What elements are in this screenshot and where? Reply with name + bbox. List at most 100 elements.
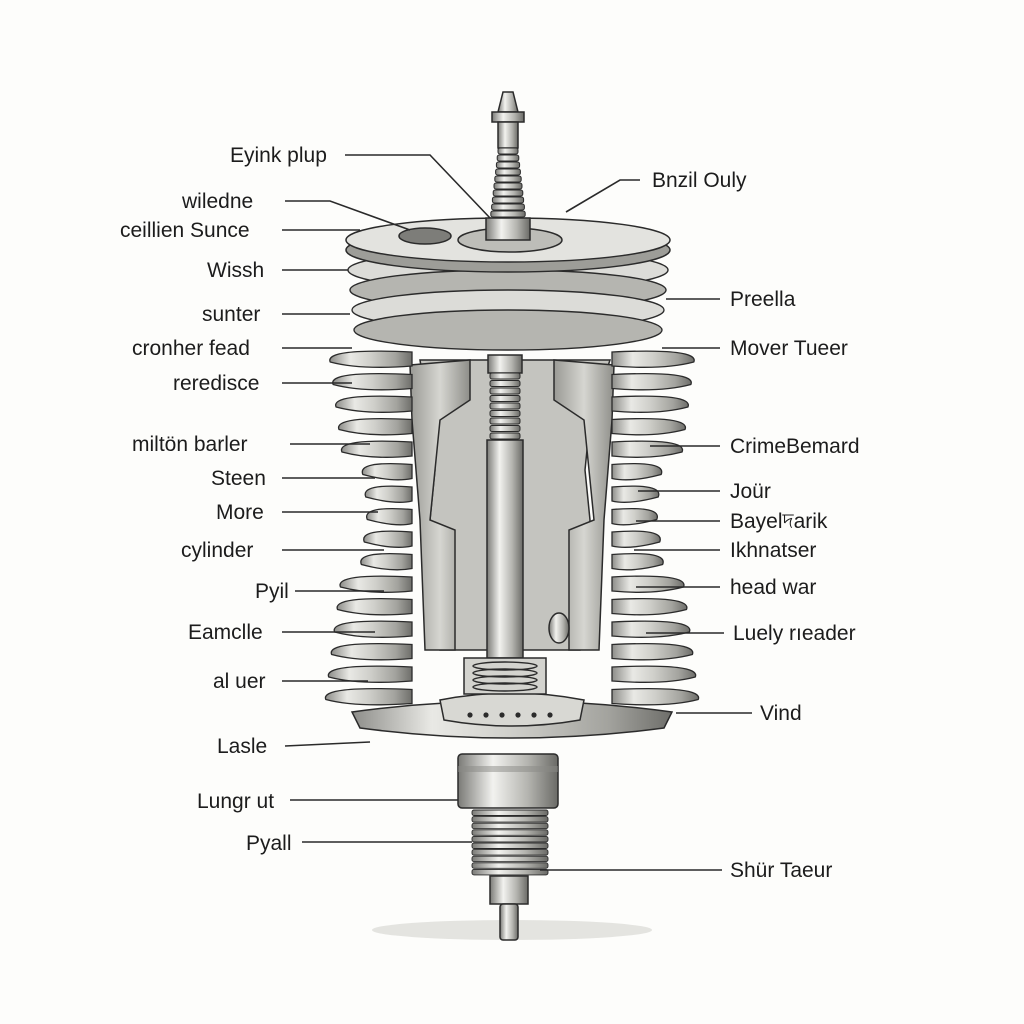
cooling-fin <box>611 642 694 661</box>
cooling-ring <box>353 309 663 351</box>
labels-right: Bnzil Ouly Preella Mover Tueer CrimeBema… <box>652 169 860 882</box>
cooling-fin <box>329 350 413 368</box>
label-cylinder: cylinder <box>181 539 253 562</box>
center-shaft <box>457 91 570 941</box>
cooling-fin <box>611 372 692 391</box>
label-lungr-ut: Lungr ut <box>197 790 274 813</box>
label-reredisce: reredisce <box>173 372 259 395</box>
thread-ring <box>492 189 524 197</box>
cooling-fin <box>339 575 413 593</box>
label-milton-barler: miltön barler <box>132 433 248 456</box>
cooling-fin <box>327 665 413 683</box>
cooling-fin <box>611 440 684 458</box>
thread-ring <box>494 175 522 183</box>
fins-right <box>611 350 700 706</box>
thread-ring <box>489 395 521 402</box>
label-shur-taeur: Shür Taeur <box>730 859 832 882</box>
cooling-fin <box>611 665 697 683</box>
cooling-fin <box>611 530 661 548</box>
cooling-fin <box>611 687 700 706</box>
cooling-fin <box>611 620 691 638</box>
thread-ring <box>495 161 521 169</box>
label-lasle: Lasle <box>217 735 267 758</box>
cooling-fin <box>330 642 413 661</box>
spring <box>472 661 538 692</box>
thread-ring <box>489 372 521 380</box>
label-al-uer: al uer <box>213 670 266 693</box>
label-cronher-fead: cronher fead <box>132 337 250 360</box>
leader-lasle <box>284 741 371 747</box>
thread-ring <box>491 196 525 204</box>
inner-wall-left <box>409 359 471 651</box>
top-cooling-rings <box>347 249 669 351</box>
label-pyil: Pyil <box>255 580 289 603</box>
cooling-fin <box>333 620 413 638</box>
tip-stem <box>497 121 519 149</box>
label-luely-rieader: Luely rıeader <box>733 622 856 645</box>
plate-port <box>398 227 452 245</box>
bottom-pin <box>499 903 519 941</box>
label-ikhnatser: Ikhnatser <box>730 539 816 562</box>
leader-lines <box>282 154 752 871</box>
thread-ring <box>497 147 519 155</box>
lower-nut <box>457 753 559 809</box>
thread-ring <box>489 402 521 410</box>
thread-ring <box>471 855 549 863</box>
cooling-fin <box>611 552 664 571</box>
cooling-fin <box>332 372 413 391</box>
collar-hole <box>483 712 489 718</box>
lower-thread <box>471 809 549 876</box>
tip-nipple <box>497 91 519 113</box>
thread-ring <box>471 862 549 869</box>
fins-left <box>324 350 413 706</box>
cylinder-body <box>324 217 700 739</box>
mid-thread <box>489 372 521 440</box>
label-vind: Vind <box>760 702 802 725</box>
thread-ring <box>489 425 521 432</box>
label-sunter: sunter <box>202 303 260 326</box>
thread-ring <box>489 410 521 417</box>
cooling-fin <box>611 507 658 526</box>
nut-band <box>458 766 558 772</box>
thread-ring <box>489 380 521 387</box>
label-eyink-plup: Eyink plup <box>230 144 327 167</box>
thread-ring <box>471 829 549 836</box>
thread-ring <box>489 417 521 425</box>
cooling-fin <box>360 552 413 571</box>
label-bayelarik: Bayelদarik <box>730 510 828 533</box>
label-preella: Preella <box>730 288 796 311</box>
cooling-fin <box>340 440 413 458</box>
thread-ring <box>490 210 526 218</box>
thread-ring <box>471 849 549 856</box>
spring-coil <box>472 682 538 692</box>
label-more: More <box>216 501 264 524</box>
thread-ring <box>491 203 525 211</box>
label-wissh: Wissh <box>207 259 264 282</box>
cooling-fin <box>611 350 695 368</box>
cooling-fin <box>611 462 663 481</box>
cooling-fin <box>611 485 660 503</box>
leader-bnzil-ouly <box>565 179 640 213</box>
bottom-pin-collar <box>489 875 529 905</box>
thread-ring <box>471 842 549 849</box>
thread-ring <box>471 868 549 876</box>
collar-hole <box>547 712 553 718</box>
side-fitting <box>548 612 570 644</box>
label-steen: Steen <box>211 467 266 490</box>
leader-wiledne <box>285 200 411 231</box>
thread-ring <box>471 809 549 816</box>
thread-ring <box>495 168 521 176</box>
collar-hole <box>531 712 537 718</box>
spring-coil <box>472 675 538 685</box>
cooling-fin <box>335 395 413 413</box>
label-crimebemard: CrimeBemard <box>730 435 860 458</box>
cooling-fin <box>336 597 413 616</box>
collar-hole <box>467 712 473 718</box>
cooling-fin <box>363 530 413 548</box>
upper-hex <box>485 217 531 241</box>
collar-hole <box>499 712 505 718</box>
spring-coil <box>472 661 538 671</box>
piston-rod <box>486 439 524 659</box>
thread-ring <box>493 182 523 190</box>
